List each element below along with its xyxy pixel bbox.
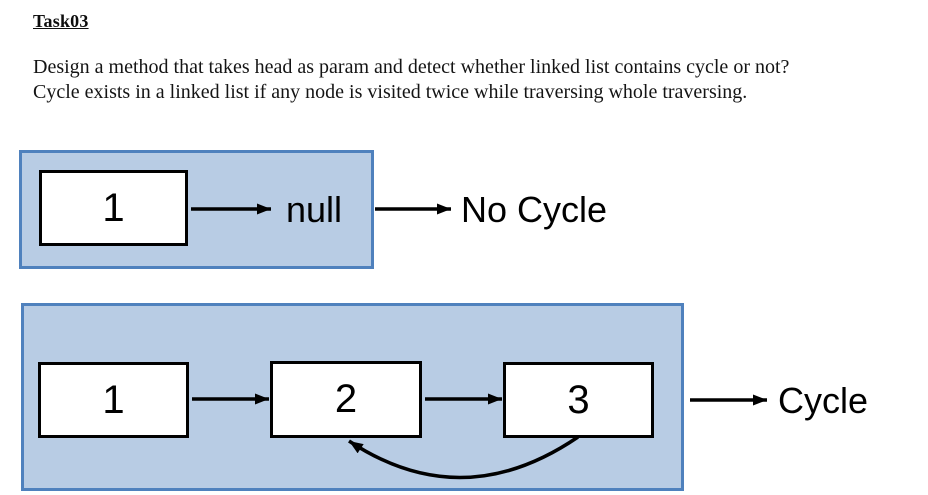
page-title: Task03 [33, 11, 89, 31]
no-cycle-result-label: No Cycle [461, 189, 608, 230]
task-description-line-1: Design a method that takes head as param… [33, 56, 790, 78]
task-description-line-2: Cycle exists in a linked list if any nod… [33, 81, 748, 103]
linked-list-node: 3 [503, 362, 654, 438]
linked-list-node: 2 [270, 361, 422, 438]
linked-list-node: 1 [39, 170, 188, 246]
null-pointer-label: null [286, 189, 343, 230]
cycle-result-label: Cycle [778, 380, 869, 421]
linked-list-node: 1 [38, 362, 189, 438]
